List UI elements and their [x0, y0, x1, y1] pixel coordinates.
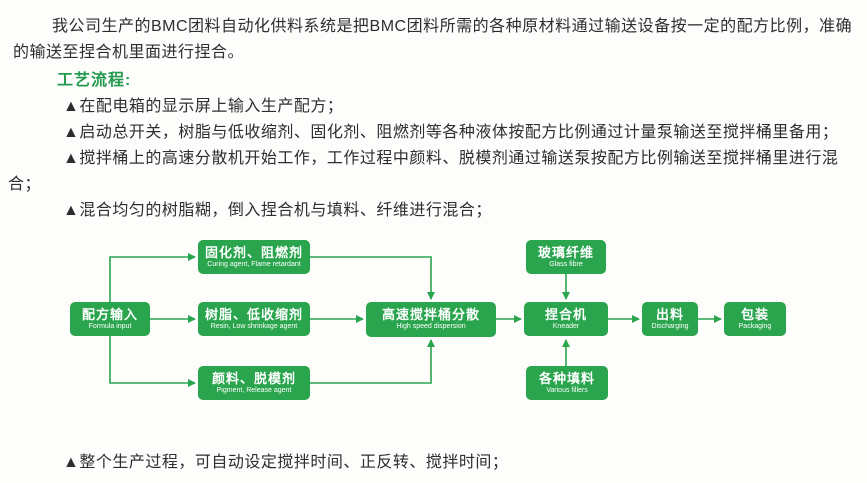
process-flowchart: 配方输入 Formula input 固化剂、阻燃剂 Curing agent,…: [0, 230, 867, 442]
flow-node-label-en: Curing agent, Flame retardant: [207, 260, 301, 268]
flow-node-label-zh: 玻璃纤维: [537, 244, 594, 260]
flow-node-label-en: Kneader: [552, 322, 580, 330]
bullet-item-2: ▲启动总开关，树脂与低收缩剂、固化剂、阻燃剂等各种液体按配方比例通过计量泵输送至…: [63, 124, 839, 141]
flow-node-label-zh: 捏合机: [544, 306, 587, 322]
section-heading-process-flow: 工艺流程:: [57, 72, 132, 89]
flow-node-high-speed-dispersion: 高速搅拌桶分散 High speed dispersion: [366, 302, 496, 337]
flow-node-label-en: Discharging: [651, 322, 689, 330]
flow-node-label-zh: 固化剂、阻燃剂: [204, 244, 303, 260]
flow-node-label-zh: 颜料、脱模剂: [211, 370, 296, 386]
flow-node-resin: 树脂、低收缩剂 Resin, Low shrinkage agent: [198, 302, 310, 336]
arrow-pigment-to-dispersion: [310, 339, 435, 384]
flowchart-connectors: [109, 253, 722, 387]
flow-node-discharging: 出料 Discharging: [642, 302, 698, 336]
flow-node-packaging: 包装 Packaging: [724, 302, 786, 336]
flow-node-glass-fibre: 玻璃纤维 Glass fibre: [526, 240, 606, 274]
flow-node-pigment: 颜料、脱模剂 Pigment, Release agent: [198, 366, 310, 400]
bullet-item-1: ▲在配电箱的显示屏上输入生产配方；: [63, 98, 344, 115]
intro-paragraph: 我公司生产的BMC团料自动化供料系统是把BMC团料所需的各种原材料通过输送设备按…: [13, 18, 853, 61]
flow-node-formula-input: 配方输入 Formula input: [70, 302, 150, 336]
flow-node-kneader: 捏合机 Kneader: [524, 302, 608, 336]
bullet-item-5: ▲整个生产过程，可自动设定搅拌时间、正反转、搅拌时间；: [63, 454, 509, 471]
flow-node-label-en: Resin, Low shrinkage agent: [210, 322, 298, 330]
flow-node-label-en: Various fillers: [546, 386, 588, 394]
flow-node-label-zh: 出料: [655, 306, 684, 322]
arrow-formula-to-pigment: [109, 336, 196, 387]
flow-node-label-en: High speed dispersion: [396, 323, 466, 330]
flow-node-curing-agent: 固化剂、阻燃剂 Curing agent, Flame retardant: [198, 240, 310, 274]
arrow-curing-to-dispersion: [310, 256, 435, 300]
flow-node-various-fillers: 各种填料 Various fillers: [526, 366, 608, 400]
bullet-item-3: ▲搅拌桶上的高速分散机开始工作，工作过程中颜料、脱模剂通过输送泵按配方比例输送至…: [8, 150, 839, 193]
arrow-formula-to-curing: [109, 253, 196, 302]
flow-node-label-en: Pigment, Release agent: [216, 386, 292, 394]
flow-node-label-en: Glass fibre: [549, 260, 583, 268]
flow-node-label-zh: 包装: [740, 306, 769, 322]
flow-node-label-en: Packaging: [738, 322, 772, 330]
flow-node-label-en: Formula input: [88, 322, 132, 330]
flow-node-label-zh: 各种填料: [538, 370, 595, 386]
flow-node-label-zh: 树脂、低收缩剂: [204, 306, 303, 322]
bullet-item-4: ▲混合均匀的树脂糊，倒入捏合机与填料、纤维进行混合；: [63, 202, 492, 219]
flow-node-label-zh: 高速搅拌桶分散: [381, 307, 480, 322]
flow-node-label-zh: 配方输入: [81, 306, 138, 322]
